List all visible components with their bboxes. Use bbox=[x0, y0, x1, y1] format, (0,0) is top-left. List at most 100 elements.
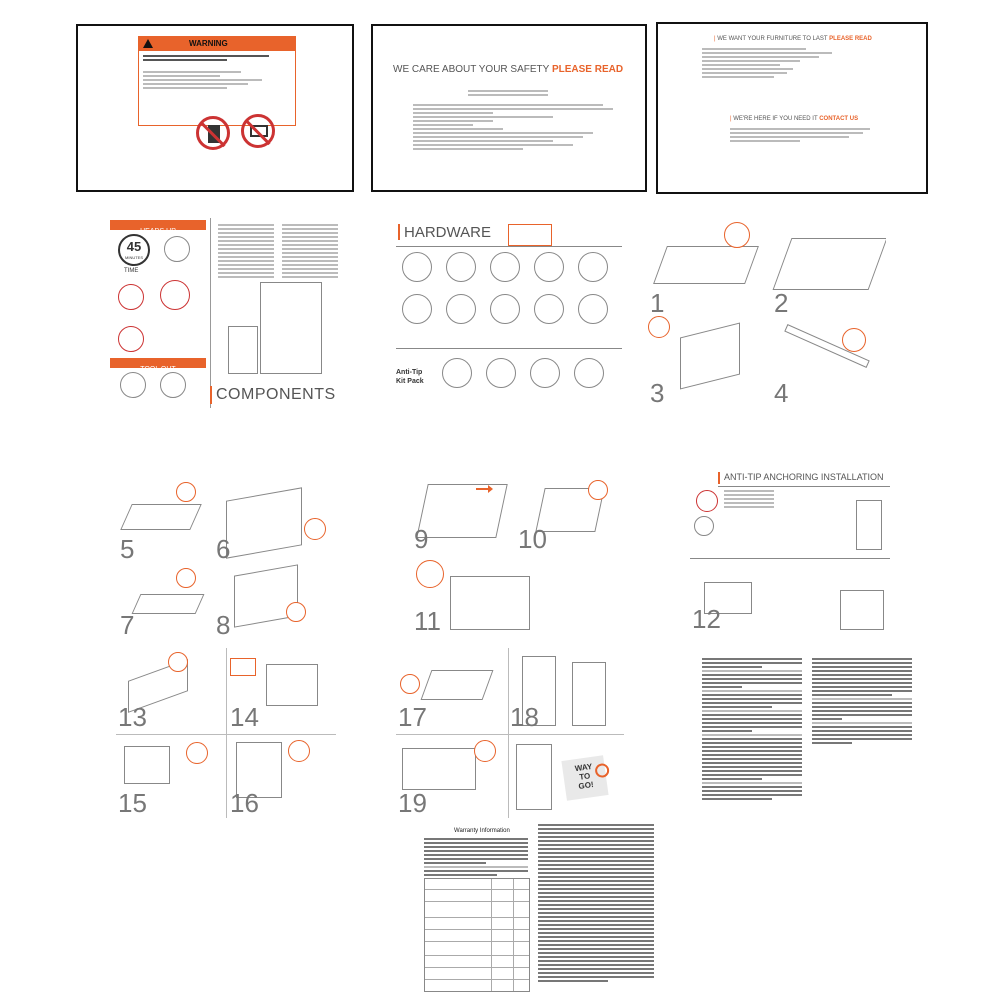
step-17-number: 17 bbox=[398, 702, 427, 732]
safety-heading-accent: PLEASE READ bbox=[551, 64, 624, 75]
warranty-body bbox=[538, 824, 654, 984]
step3-detail bbox=[648, 316, 670, 338]
safety-heading-main: WE CARE ABOUT YOUR SAFETY bbox=[393, 64, 550, 75]
time-unit: MINUTES bbox=[125, 255, 143, 260]
step-4-number: 4 bbox=[774, 378, 789, 408]
heads-up-banner: HEADS UP bbox=[110, 220, 206, 235]
contact-body-lines bbox=[730, 128, 870, 144]
warranty-title: Warranty Information bbox=[454, 828, 510, 834]
hardware-e bbox=[578, 252, 608, 282]
hardware-g bbox=[446, 294, 476, 324]
step10-detail bbox=[588, 480, 608, 500]
last-heading: | WE WANT YOUR FURNITURE TO LAST PLEASE … bbox=[714, 36, 872, 42]
steps-9-11-page: 9 10 11 bbox=[410, 472, 630, 640]
steps-13-16-hline bbox=[116, 734, 336, 735]
step6-detail bbox=[304, 518, 326, 540]
step1-detail bbox=[724, 222, 750, 248]
steps-17-19-hline bbox=[396, 734, 624, 735]
drawer-parts-sketch bbox=[228, 326, 258, 374]
step1-panel bbox=[653, 246, 759, 284]
cardboard-icon bbox=[118, 284, 144, 310]
step7-detail bbox=[176, 568, 196, 588]
no-tv-icon bbox=[241, 114, 275, 148]
screwdriver-icon bbox=[120, 372, 146, 398]
anti-tip-title-bar bbox=[718, 472, 720, 484]
fine-print-col-right bbox=[812, 658, 912, 746]
safety-page: WE CARE ABOUT YOUR SAFETY PLEASE READ bbox=[371, 24, 647, 192]
warranty-intro bbox=[424, 838, 528, 878]
step-5-number: 5 bbox=[120, 534, 135, 564]
kit-part-1 bbox=[442, 358, 472, 388]
tool-out-label: TOOL OUT bbox=[140, 366, 176, 373]
step-8-number: 8 bbox=[216, 610, 231, 638]
allen-key-icon bbox=[160, 372, 186, 398]
warning-title: WARNING bbox=[189, 39, 228, 48]
step17-drawer bbox=[420, 670, 494, 700]
hardware-rule bbox=[396, 246, 622, 247]
step18-dresser bbox=[522, 656, 556, 726]
step4-detail bbox=[842, 328, 866, 352]
no-power-tool-icon bbox=[160, 280, 190, 310]
hardware-page: HARDWARE Anti-Tip Kit Pack bbox=[396, 218, 630, 408]
fine-print-page bbox=[702, 658, 916, 808]
anti-tip-wall-sketch bbox=[856, 500, 882, 550]
steps-13-16-page: 13 14 15 16 bbox=[116, 648, 336, 818]
step-11-number: 11 bbox=[414, 606, 441, 636]
hardware-i bbox=[534, 294, 564, 324]
step6-frame bbox=[226, 487, 302, 559]
steps-13-16-vline bbox=[226, 648, 227, 818]
step-19-number: 19 bbox=[398, 788, 427, 818]
step-13-number: 13 bbox=[118, 702, 147, 732]
warranty-page: Warranty Information bbox=[424, 824, 656, 994]
components-list-left bbox=[218, 224, 274, 280]
anti-tip-drill-icon bbox=[694, 516, 714, 536]
components-page: HEADS UP 45 MINUTES TIME TOOL OUT COMPON… bbox=[110, 218, 350, 408]
warning-header: WARNING bbox=[139, 37, 295, 51]
kit-part-2 bbox=[486, 358, 516, 388]
step9-arrow bbox=[476, 485, 493, 493]
safety-subtitle-lines bbox=[468, 90, 548, 98]
contact-heading: | WE'RE HERE IF YOU NEED IT CONTACT US bbox=[730, 116, 859, 122]
step18-dresser-2 bbox=[572, 662, 606, 726]
components-title-bar bbox=[210, 386, 212, 404]
step16-cabinet bbox=[236, 742, 282, 798]
step19-dresser bbox=[402, 748, 476, 790]
tool-out-banner: TOOL OUT bbox=[110, 358, 206, 373]
steps-1-4-page: 1 2 3 4 bbox=[646, 218, 886, 408]
last-heading-accent: PLEASE READ bbox=[829, 36, 872, 42]
hardware-title: HARDWARE bbox=[404, 224, 491, 241]
anti-tip-title: ANTI-TIP ANCHORING INSTALLATION bbox=[724, 472, 884, 482]
step-3-number: 3 bbox=[650, 378, 665, 408]
step13-detail bbox=[168, 652, 188, 672]
step16-detail bbox=[288, 740, 310, 762]
step-16-number: 16 bbox=[230, 788, 259, 818]
hardware-c bbox=[490, 252, 520, 282]
time-value: 45 bbox=[126, 239, 142, 254]
steps-17-19-vline bbox=[508, 648, 509, 818]
step14-note-box bbox=[230, 658, 256, 676]
no-climb-icon bbox=[196, 116, 230, 150]
dresser-exploded-sketch bbox=[260, 282, 322, 374]
contact-heading-accent: CONTACT US bbox=[819, 116, 859, 122]
anti-tip-warning-icon bbox=[696, 490, 718, 512]
components-divider bbox=[210, 218, 211, 408]
anti-tip-text bbox=[724, 490, 774, 510]
hardware-title-bar bbox=[398, 224, 400, 240]
step-12-number: 12 bbox=[692, 604, 721, 634]
hardware-note-box bbox=[508, 224, 552, 246]
step11-box bbox=[450, 576, 530, 630]
time-label: TIME bbox=[124, 268, 139, 274]
step11-detail bbox=[416, 560, 444, 588]
anti-tip-page: ANTI-TIP ANCHORING INSTALLATION 12 bbox=[690, 470, 900, 634]
warning-box: WARNING bbox=[138, 36, 296, 126]
step17-detail bbox=[400, 674, 420, 694]
step-2-number: 2 bbox=[774, 288, 789, 318]
hardware-d bbox=[534, 252, 564, 282]
warning-text-lines bbox=[143, 55, 283, 63]
fine-print-col-left bbox=[702, 658, 802, 802]
step-1-number: 1 bbox=[650, 288, 665, 318]
steps-17-19-page: 17 18 19 WAY TO GO! bbox=[396, 648, 624, 818]
step-10-number: 10 bbox=[518, 524, 547, 554]
components-list-right bbox=[282, 224, 338, 280]
last-heading-main: WE WANT YOUR FURNITURE TO LAST bbox=[717, 36, 828, 42]
